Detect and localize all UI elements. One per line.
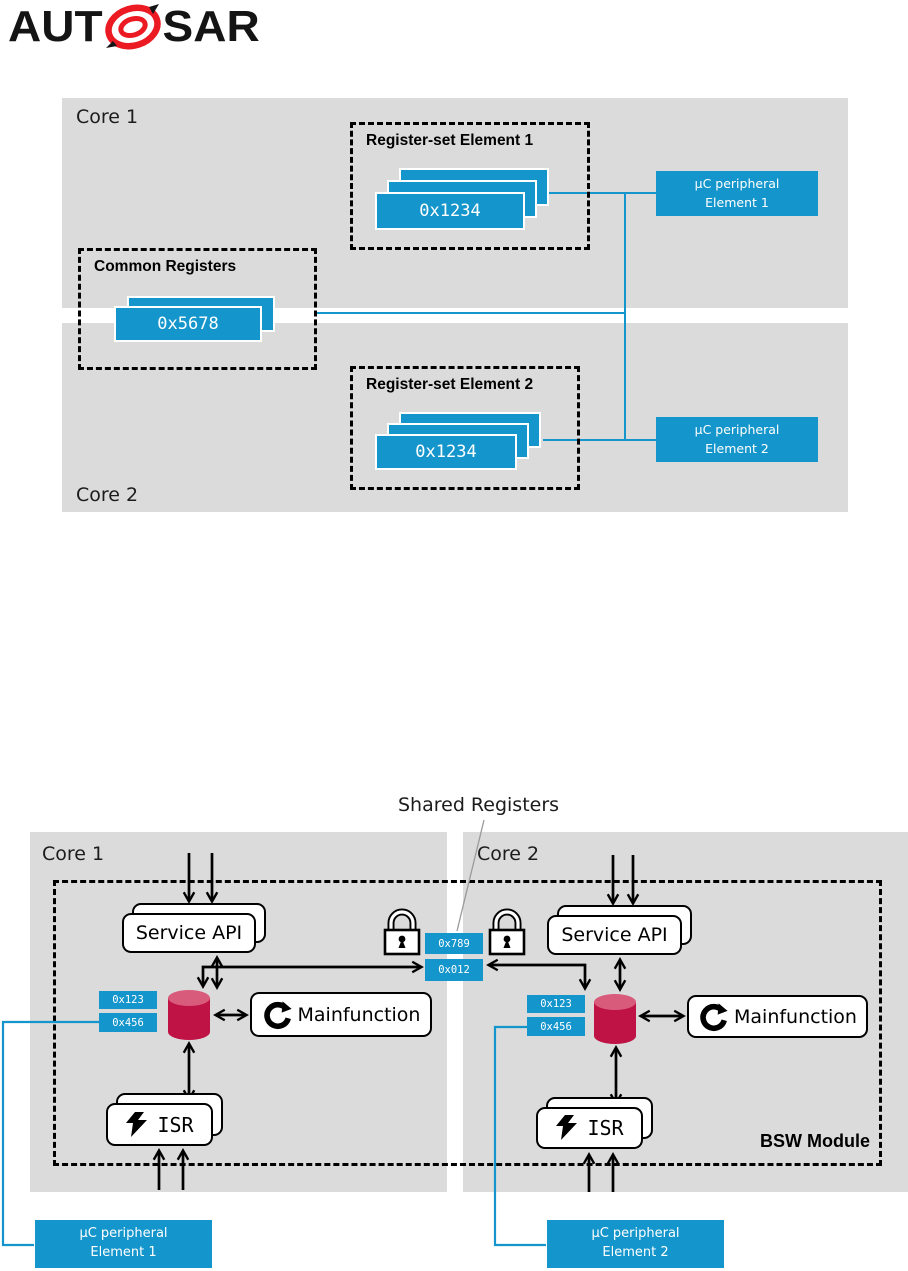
logo-text-sar: SAR	[162, 1, 260, 51]
d2-core1-reg-0x123-label: 0x123	[112, 994, 144, 1006]
d1-common-registers-title: Common Registers	[94, 258, 237, 275]
d2-shared-reg-0x789-label: 0x789	[438, 937, 470, 950]
d2-service-api-2: Service API	[547, 915, 682, 955]
d2-uc-peripheral-2-line1: µC peripheral	[591, 1226, 680, 1242]
d2-core1-label: Core 1	[42, 843, 105, 865]
cylinder-database-icon-core1	[168, 990, 210, 1040]
d2-mainfunction-1: Mainfunction	[250, 992, 432, 1037]
d2-service-api-1: Service API	[122, 913, 256, 953]
d2-isr-1: ISR	[106, 1103, 213, 1146]
d2-shared-registers-title: Shared Registers	[398, 794, 560, 816]
d1-register-stack1-value: 0x1234	[419, 201, 481, 221]
d2-service-api-1-label: Service API	[135, 922, 243, 944]
d1-common-registers-box: Common Registers	[78, 248, 317, 370]
d2-bsw-module-label: BSW Module	[760, 1131, 870, 1151]
interrupt-bolt-icon-1	[126, 1111, 148, 1137]
d1-register-set-1-title: Register-set Element 1	[366, 132, 534, 149]
d2-core1-reg-0x456-label: 0x456	[112, 1016, 144, 1029]
d1-uc-peripheral-1: µC peripheral Element 1	[656, 171, 818, 216]
d2-shared-reg-0x012-label: 0x012	[438, 964, 470, 976]
d1-common-stack-front: 0x5678	[114, 306, 262, 342]
d2-isr-2: ISR	[536, 1107, 643, 1149]
d2-isr-1-label: ISR	[157, 1112, 194, 1137]
circular-arrow-icon-2	[700, 1002, 728, 1031]
interrupt-bolt-icon-2	[556, 1115, 578, 1140]
d2-core2-reg-0x456-label: 0x456	[540, 1020, 572, 1033]
d1-register-set-1-box: Register-set Element 1	[350, 122, 590, 250]
d2-mainfunction-1-label: Mainfunction	[297, 1003, 421, 1026]
d2-uc-peripheral-1-line2: Element 1	[90, 1245, 157, 1260]
d1-uc-peripheral-2-line2: Element 2	[705, 440, 769, 456]
d1-register-stack2-front: 0x1234	[375, 434, 517, 470]
logo-text-aut: AUT	[8, 1, 103, 51]
d1-uc-peripheral-2: µC peripheral Element 2	[656, 417, 818, 462]
d1-core2-label: Core 2	[76, 484, 139, 506]
cylinder-database-icon-core2	[594, 994, 636, 1044]
d2-isr-2-label: ISR	[587, 1116, 624, 1140]
d2-core2-reg-0x123-label: 0x123	[540, 998, 572, 1010]
d2-uc-peripheral-2-line2: Element 2	[602, 1245, 669, 1260]
d2-core1-reg-0x123: 0x123	[99, 991, 157, 1009]
d2-mainfunction-2: Mainfunction	[687, 995, 868, 1038]
lock-icon-right	[488, 908, 526, 956]
autosar-swirl-icon	[104, 4, 161, 50]
d2-mainfunction-2-label: Mainfunction	[734, 1005, 857, 1028]
d1-core1-label: Core 1	[76, 106, 139, 128]
d2-shared-reg-0x789: 0x789	[425, 933, 483, 954]
d2-core2-reg-0x456: 0x456	[527, 1017, 585, 1036]
d2-shared-reg-0x012: 0x012	[425, 959, 483, 981]
d1-register-stack1-front: 0x1234	[375, 192, 525, 230]
autosar-logo: AUT SAR	[8, 1, 260, 51]
d2-core2-label: Core 2	[477, 843, 540, 865]
d2-core1-reg-0x456: 0x456	[99, 1013, 157, 1032]
d1-register-set-2-box: Register-set Element 2	[350, 366, 580, 490]
d2-service-api-2-label: Service API	[561, 924, 668, 946]
d2-uc-peripheral-1-line1: µC peripheral	[79, 1226, 168, 1242]
d2-uc-peripheral-1: µC peripheral Element 1	[35, 1220, 212, 1268]
d1-uc-peripheral-1-line1: µC peripheral	[694, 176, 780, 192]
d1-common-stack-value: 0x5678	[157, 314, 219, 334]
circular-arrow-icon-1	[263, 1000, 292, 1029]
d1-uc-peripheral-1-line2: Element 1	[705, 194, 769, 210]
d1-register-set-2-title: Register-set Element 2	[366, 376, 534, 393]
d1-register-stack2-value: 0x1234	[415, 442, 477, 462]
d1-uc-peripheral-2-line1: µC peripheral	[694, 422, 780, 438]
lock-icon-left	[383, 908, 421, 956]
d2-core2-reg-0x123: 0x123	[527, 995, 585, 1013]
d2-uc-peripheral-2: µC peripheral Element 2	[547, 1220, 724, 1268]
